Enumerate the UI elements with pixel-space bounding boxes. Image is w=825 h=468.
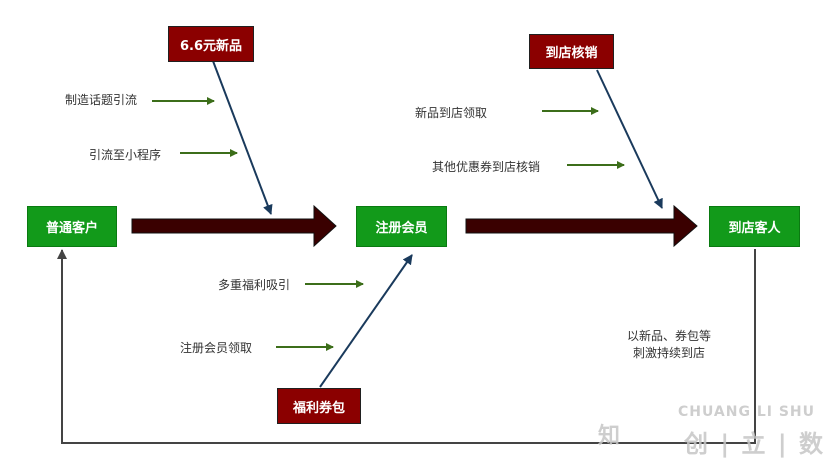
feedback-loop-line <box>57 249 756 444</box>
cause-label-drive-to-miniprogram: 引流至小程序 <box>89 148 162 162</box>
node-normal-customer: 普通客户 <box>27 206 117 247</box>
node-registered-member: 注册会员 <box>356 206 447 247</box>
tag-store-redeem: 到店核销 <box>529 34 614 69</box>
tag-line-store-redeem <box>596 69 663 209</box>
cause-label-multiple-benefits: 多重福利吸引 <box>218 278 291 292</box>
cause-label-create-topic: 制造话题引流 <box>65 93 138 107</box>
tag-new-product-price: 6.6元新品 <box>168 26 254 62</box>
feedback-note-line-2: 刺激持续到店 <box>632 346 705 360</box>
feedback-note-line-1: 以新品、券包等 <box>626 329 711 343</box>
node-store-customer: 到店客人 <box>709 206 800 247</box>
tag-line-coupon-pack <box>319 254 413 388</box>
feedback-note: 以新品、券包等 刺激持续到店 <box>614 328 724 362</box>
cause-label-register-claim: 注册会员领取 <box>180 341 253 355</box>
cause-label-new-product-pickup: 新品到店领取 <box>415 106 488 120</box>
main-arrow-2 <box>465 204 698 248</box>
watermark-brand-top: CHUANG LI SHU <box>678 404 816 420</box>
main-arrow-1 <box>131 204 337 248</box>
cause-label-other-coupon-redeem: 其他优惠券到店核销 <box>432 160 541 174</box>
watermark-brand-bottom: 创 | 立 | 数 <box>684 430 825 458</box>
tag-line-new-product <box>212 60 273 215</box>
tag-benefit-coupon-pack: 福利券包 <box>277 388 361 424</box>
watermark-zhihu: 知 <box>598 424 621 449</box>
